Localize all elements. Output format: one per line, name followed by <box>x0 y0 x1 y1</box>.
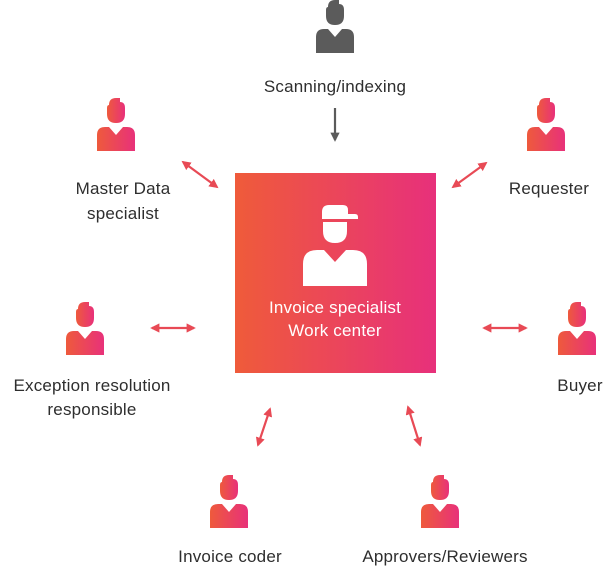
role-label-exception-line2: responsible <box>47 400 136 419</box>
role-label-scanning: Scanning/indexing <box>264 77 406 96</box>
center-label-line2: Work center <box>288 321 382 340</box>
arrow-master-data-center <box>181 160 219 189</box>
role-label-exception-line1: Exception resolution <box>13 376 170 395</box>
person-icon <box>66 302 104 355</box>
role-requester: Requester <box>451 98 589 198</box>
role-label-master-data-line2: specialist <box>87 204 159 223</box>
role-invoice-coder: Invoice coder <box>178 407 282 566</box>
person-icon <box>558 302 596 355</box>
arrow-invoice-coder-center <box>255 407 273 447</box>
person-icon <box>210 475 248 528</box>
role-scanning-indexing: Scanning/indexing <box>264 0 406 142</box>
person-icon <box>316 0 354 53</box>
arrow-requester-center <box>451 161 488 189</box>
role-approvers-reviewers: Approvers/Reviewers <box>362 405 527 566</box>
role-label-approvers: Approvers/Reviewers <box>362 547 527 566</box>
role-master-data-specialist: Master Data specialist <box>76 98 219 223</box>
role-label-invoice-coder: Invoice coder <box>178 547 282 566</box>
center-label-line1: Invoice specialist <box>269 298 401 317</box>
arrow-approvers-center <box>405 405 423 447</box>
role-exception-resolution-responsible: Exception resolution responsible <box>13 302 196 419</box>
person-icon <box>97 98 135 151</box>
person-icon <box>421 475 459 528</box>
capped-person-icon <box>303 205 367 286</box>
invoice-specialist-work-center: Invoice specialist Work center <box>235 173 436 373</box>
role-buyer: Buyer <box>482 302 603 395</box>
role-label-buyer: Buyer <box>557 376 603 395</box>
role-label-master-data-line1: Master Data <box>76 179 171 198</box>
person-icon <box>527 98 565 151</box>
role-label-requester: Requester <box>509 179 589 198</box>
